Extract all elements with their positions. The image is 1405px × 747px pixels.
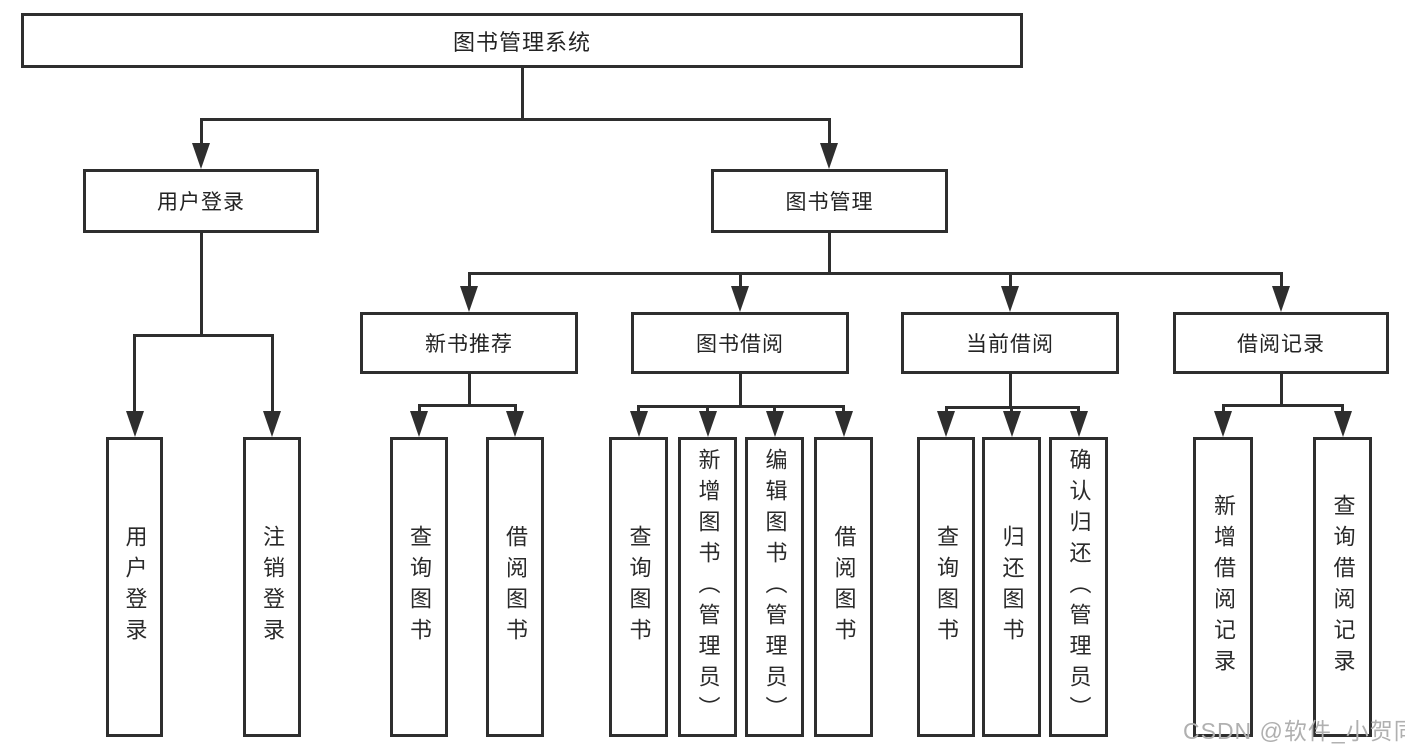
connector-line [1280,273,1283,286]
leaf-label: 查询借阅记录 [1330,494,1356,680]
arrowhead-down-icon [506,411,524,437]
leaf-query-books-current: 查询图书 [917,437,975,737]
arrowhead-down-icon [1001,286,1019,312]
connector-line [1010,407,1013,411]
leaf-label: 借阅图书 [503,525,528,649]
connector-line [468,272,1283,275]
connector-line [271,335,274,411]
leaf-user-login: 用户登录 [106,437,163,737]
connector-line [521,68,524,119]
leaf-label: 注销登录 [260,525,285,649]
connector-line [418,405,421,411]
node-library-management-system: 图书管理系统 [21,13,1023,68]
arrowhead-down-icon [192,143,210,169]
connector-line [637,406,640,411]
node-label: 当前借阅 [966,333,1054,356]
arrowhead-down-icon [820,143,838,169]
connector-line [1009,273,1012,286]
connector-line [1009,374,1012,407]
connector-line [945,407,948,411]
connector-line [133,334,274,337]
arrowhead-down-icon [410,411,428,437]
leaf-query-books-borrow: 查询图书 [609,437,668,737]
node-new-book-recommend: 新书推荐 [360,312,578,374]
connector-line [200,118,831,121]
leaf-borrow-books: 借阅图书 [814,437,873,737]
leaf-label: 查询图书 [626,525,652,649]
leaf-label: 查询图书 [934,525,959,649]
node-label: 用户登录 [157,191,245,214]
arrowhead-down-icon [699,411,717,437]
connector-line [1280,374,1283,405]
arrowhead-down-icon [460,286,478,312]
arrowhead-down-icon [731,286,749,312]
leaf-query-borrow-record: 查询借阅记录 [1313,437,1372,737]
arrowhead-down-icon [835,411,853,437]
node-label: 图书管理 [785,191,874,214]
connector-line [1341,405,1344,411]
arrowhead-down-icon [1070,411,1088,437]
connector-line [1222,404,1344,407]
connector-line [828,119,831,143]
leaf-edit-book-admin: 编辑图书（管理员） [745,437,804,737]
connector-line [200,119,203,143]
connector-line [418,404,517,407]
leaf-logout: 注销登录 [243,437,301,737]
connector-line [1077,407,1080,411]
node-book-management: 图书管理 [711,169,948,233]
connector-line [133,335,136,411]
node-current-borrow: 当前借阅 [901,312,1119,374]
connector-line [842,406,845,411]
arrowhead-down-icon [1334,411,1352,437]
connector-line [739,374,742,406]
leaf-label: 用户登录 [122,525,148,649]
node-label: 图书管理系统 [452,29,591,55]
node-label: 新书推荐 [425,333,513,356]
arrowhead-down-icon [1214,411,1232,437]
arrowhead-down-icon [766,411,784,437]
leaf-query-books-recommend: 查询图书 [390,437,448,737]
arrowhead-down-icon [1272,286,1290,312]
leaf-confirm-return-admin: 确认归还（管理员） [1049,437,1108,737]
connector-line [514,405,517,411]
arrowhead-down-icon [630,411,648,437]
csdn-watermark: CSDN @软件_小贺同学 [1183,718,1405,744]
connector-line [637,405,845,408]
node-user-login: 用户登录 [83,169,319,233]
arrowhead-down-icon [937,411,955,437]
connector-line [200,233,203,335]
leaf-label: 编辑图书（管理员） [762,447,788,727]
connector-line [468,273,471,286]
node-label: 借阅记录 [1237,333,1325,356]
leaf-label: 新增图书（管理员） [695,447,721,727]
node-label: 图书借阅 [696,333,784,356]
leaf-label: 归还图书 [999,525,1025,649]
node-book-borrow: 图书借阅 [631,312,849,374]
arrowhead-down-icon [1003,411,1021,437]
node-borrow-records: 借阅记录 [1173,312,1389,374]
leaf-return-books: 归还图书 [982,437,1041,737]
leaf-add-borrow-record: 新增借阅记录 [1193,437,1253,737]
leaf-label: 借阅图书 [831,525,857,649]
arrowhead-down-icon [126,411,144,437]
connector-line [828,233,831,273]
leaf-borrow-books-recommend: 借阅图书 [486,437,544,737]
connector-line [1222,405,1225,411]
leaf-label: 确认归还（管理员） [1066,447,1092,727]
connector-line [739,273,742,286]
connector-line [706,406,709,411]
leaf-add-book-admin: 新增图书（管理员） [678,437,737,737]
connector-line [773,406,776,411]
connector-line [468,374,471,405]
leaf-label: 新增借阅记录 [1211,494,1236,680]
arrowhead-down-icon [263,411,281,437]
leaf-label: 查询图书 [407,525,432,649]
